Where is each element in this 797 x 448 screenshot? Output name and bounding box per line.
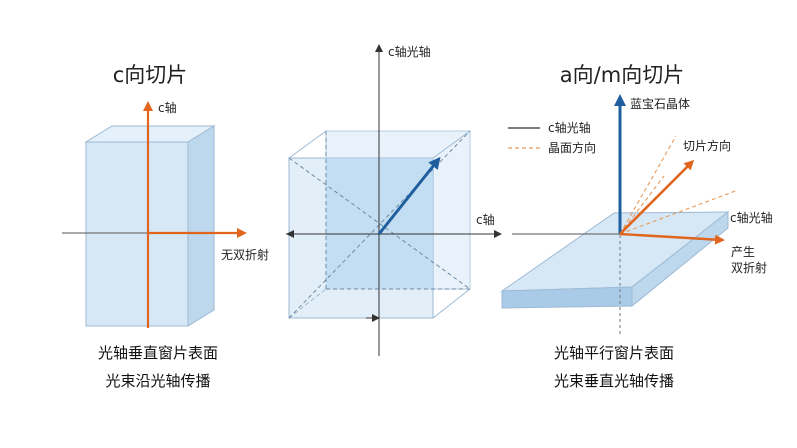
center-panel: c轴光轴 c轴 (286, 44, 502, 356)
right-caption-line1: 光轴平行窗片表面 (554, 344, 674, 362)
right-title: a向/m向切片 (560, 63, 684, 87)
right-sapphire-label: 蓝宝石晶体 (630, 97, 690, 111)
right-cut-direction-arrow (619, 159, 695, 235)
right-cut-direction-label: 切片方向 (683, 138, 731, 153)
cube-edge-br (432, 288, 471, 319)
right-birefringence-line1: 产生 (731, 245, 755, 259)
slab-side-face (631, 210, 729, 308)
legend-solid-label: c轴光轴 (548, 120, 591, 135)
right-plane-dash-2 (619, 175, 665, 235)
c-cut-crystal-block (84, 125, 216, 327)
cube-diagonal-2 (288, 130, 471, 319)
left-caption-line2: 光束沿光轴传播 (105, 372, 210, 390)
right-c-axis-arrow (619, 232, 725, 245)
left-no-birefringence-label: 无双折射 (221, 247, 269, 262)
right-plane-dash-1 (619, 135, 677, 235)
center-top-axis-label: c轴光轴 (388, 44, 431, 59)
cube-diagonal-1 (288, 157, 471, 290)
legend-dashed-label: 晶面方向 (548, 140, 596, 155)
c-cut-side-face (187, 125, 215, 327)
right-birefringence-line2: 双折射 (731, 260, 767, 275)
right-panel: a向/m向切片 c轴光轴 晶面方向 蓝宝石晶体 切片方向 c轴光轴 产生 双折射… (500, 63, 773, 390)
center-right-axis-label: c轴 (476, 212, 495, 227)
right-c-axis-label: c轴光轴 (730, 210, 773, 225)
slab-front-face (501, 286, 633, 309)
cube-edge-bl (288, 288, 327, 319)
cube-edge-tr (432, 130, 471, 159)
center-blue-diagonal-arrow (377, 156, 441, 235)
left-panel: c向切片 c轴 无双折射 光轴垂直窗片表面 光束沿光轴传播 (62, 63, 269, 390)
cube-edge-tl (288, 130, 327, 159)
a-cut-slab (500, 210, 730, 309)
left-c-axis-label: c轴 (158, 100, 177, 115)
right-caption-line2: 光束垂直光轴传播 (554, 372, 674, 390)
left-title: c向切片 (113, 63, 188, 87)
left-caption-line1: 光轴垂直窗片表面 (98, 344, 218, 362)
